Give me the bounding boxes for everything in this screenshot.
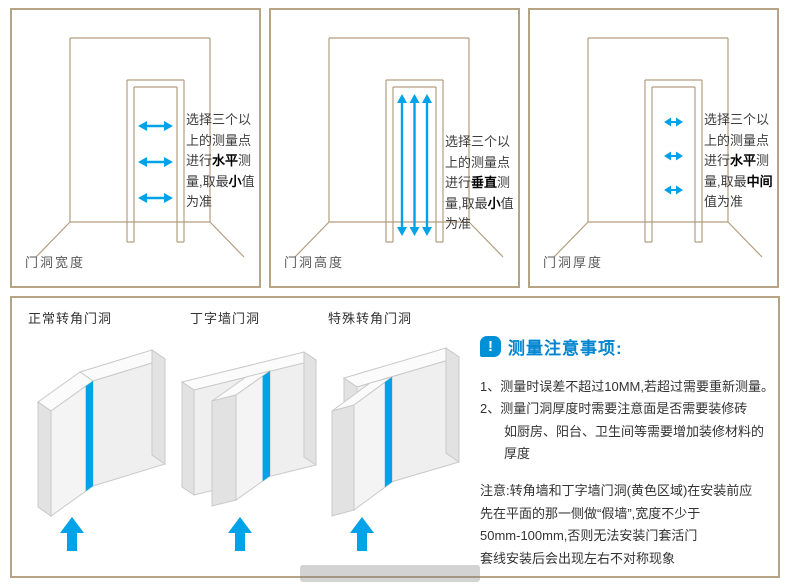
up-arrow-icon [228, 517, 252, 551]
instruction-text: 测量,取最 [704, 153, 770, 189]
note-item: 2、测量门洞厚度时需要注意面是否需要装修砖 [480, 401, 748, 417]
up-arrow-icon [350, 517, 374, 551]
diagram-label-normal-corner: 正常转角门洞 [28, 311, 113, 326]
instruction-text: 选择三个以上的测量点进行 [445, 134, 511, 191]
door-frame [385, 79, 444, 243]
room-outline [553, 37, 763, 258]
notes-list: 1、测量时误差不超过10MM,若超过需要重新测量。 2、测量门洞厚度时需要注意面… [480, 376, 776, 465]
vertical-measure-arrows-icon [397, 94, 432, 236]
instruction-text: 测量,取最 [186, 153, 252, 189]
horizontal-measure-arrows-icon [138, 121, 173, 203]
instruction-keyword: 中间 [746, 173, 773, 189]
room-outline [35, 37, 245, 258]
wall-shapes [331, 347, 460, 517]
instruction-keyword: 水平 [730, 153, 757, 169]
instruction-text: 值为准 [445, 195, 514, 232]
notes-header: ! 测量注意事项: [480, 334, 776, 359]
top-row: 选择三个以上的测量点进行水平测量,取最小值为准 门洞宽度 [10, 8, 780, 288]
panel-caption: 门洞宽度 [25, 255, 86, 270]
wall-shapes [180, 351, 318, 507]
door-frame [126, 79, 185, 243]
warning-line: 50mm-100mm,否则无法安装门套活门 [480, 528, 698, 544]
wall-shapes [37, 349, 167, 517]
special-corner-diagram [331, 347, 460, 551]
door-width-diagram [35, 37, 245, 258]
instruction-keyword: 小 [228, 173, 242, 189]
instruction-text: 值为准 [186, 173, 255, 210]
panel-door-height: 选择三个以上的测量点进行垂直测量,取最小值为准 门洞高度 [269, 8, 520, 288]
thickness-measure-arrows-icon [664, 117, 683, 195]
note-item-continuation: 如厨房、阳台、卫生间等需要增加装修材料的厚度 [504, 423, 765, 462]
fake-wall-stripe [85, 381, 93, 492]
door-frame [644, 79, 703, 243]
panel-door-width: 选择三个以上的测量点进行水平测量,取最小值为准 门洞宽度 [10, 8, 261, 288]
instruction-text: 选择三个以上的测量点进行 [186, 112, 252, 169]
measure-instruction: 选择三个以上的测量点进行水平测量,取最中间值为准 [704, 110, 774, 213]
normal-corner-diagram [37, 349, 167, 551]
watermark [300, 565, 480, 582]
diagram-label-t-wall: 丁字墙门洞 [190, 311, 261, 326]
panel-caption: 门洞厚度 [543, 255, 604, 270]
instruction-keyword: 垂直 [471, 175, 498, 191]
fake-wall-stripe [384, 377, 392, 488]
instruction-text: 测量,取最 [445, 175, 511, 211]
instruction-text: 值为准 [704, 194, 744, 210]
diagram-label-special-corner: 特殊转角门洞 [328, 311, 413, 326]
room-outline [294, 37, 504, 258]
warning-line: 套线安装后会出现左右不对称现象 [480, 550, 676, 566]
notes-section: ! 测量注意事项: 1、测量时误差不超过10MM,若超过需要重新测量。 2、测量… [480, 334, 776, 570]
note-item: 1、测量时误差不超过10MM,若超过需要重新测量。 [480, 379, 774, 394]
exclamation-icon: ! [480, 336, 501, 357]
warning-line: 先在平面的那一侧做“假墙”,宽度不少于 [480, 505, 701, 521]
notes-title: 测量注意事项: [508, 339, 623, 358]
measure-instruction: 选择三个以上的测量点进行垂直测量,取最小值为准 [445, 132, 515, 235]
warning-paragraph: 注意:转角墙和丁字墙门洞(黄色区域)在安装前应 先在平面的那一侧做“假墙”,宽度… [480, 480, 776, 569]
corner-types-panel: 正常转角门洞 丁字墙门洞 特殊转角门洞 [10, 296, 780, 578]
door-height-diagram [294, 37, 504, 258]
panel-door-thickness: 选择三个以上的测量点进行水平测量,取最中间值为准 门洞厚度 [528, 8, 779, 288]
door-thickness-diagram [553, 37, 763, 258]
t-wall-diagram [180, 351, 318, 551]
instruction-keyword: 小 [487, 195, 501, 211]
measure-instruction: 选择三个以上的测量点进行水平测量,取最小值为准 [186, 110, 256, 213]
fake-wall-stripe [262, 371, 270, 482]
warning-line: 注意:转角墙和丁字墙门洞(黄色区域)在安装前应 [480, 483, 753, 499]
instruction-text: 选择三个以上的测量点进行 [704, 112, 770, 169]
panel-caption: 门洞高度 [284, 255, 345, 270]
up-arrow-icon [60, 517, 84, 551]
instruction-keyword: 水平 [212, 153, 239, 169]
